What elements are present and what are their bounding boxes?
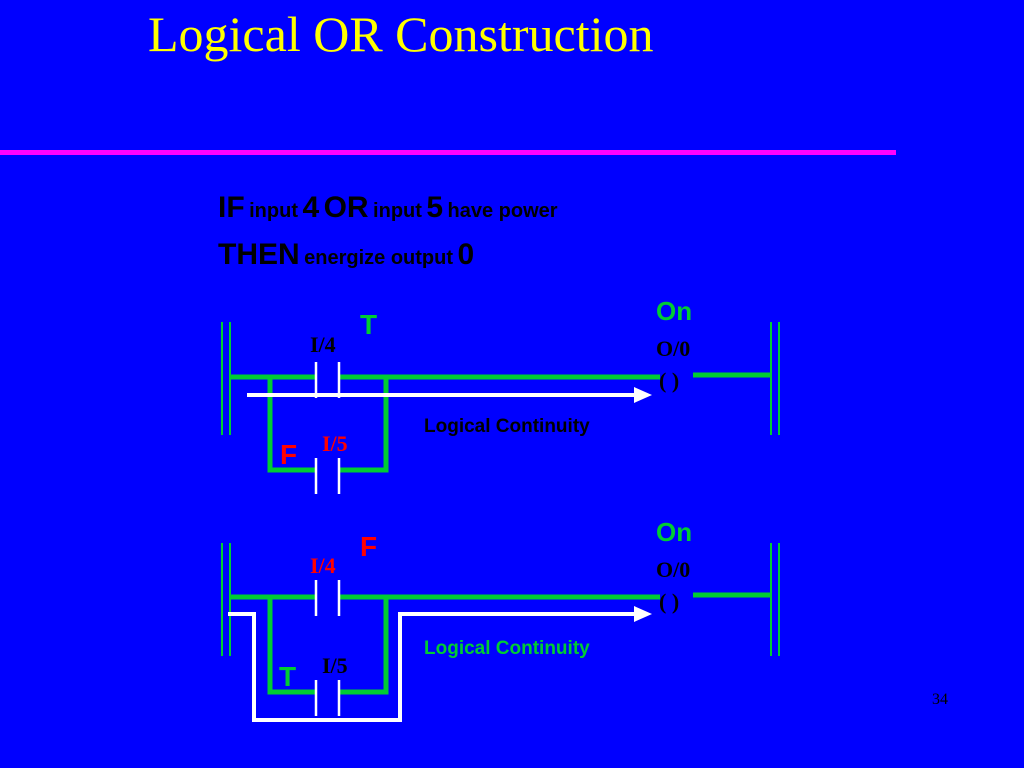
rung-2-i5-state: T: [279, 661, 296, 692]
rung-1-i4-state: T: [360, 309, 377, 340]
rung-1-right-rail: [770, 322, 780, 435]
rung-2-continuity-path: [228, 606, 652, 722]
slide-title: Logical OR Construction: [148, 6, 654, 62]
rung-2-i5-address: I/5: [322, 653, 348, 678]
rung-1-wiring: [230, 372, 771, 473]
rule-or-keyword: OR: [323, 191, 369, 224]
rung-2-contact-i4: [314, 580, 341, 616]
rung-2-left-rail: [221, 543, 231, 656]
rule-if-keyword: IF: [218, 191, 245, 224]
rung-2-continuity-label: Logical Continuity: [424, 638, 590, 659]
rung-2-i4-address: I/4: [310, 553, 336, 578]
rung-1-contact-i4: [314, 362, 341, 398]
rule-then-keyword: THEN: [218, 238, 300, 271]
rule-energize-output: energize output: [304, 247, 454, 269]
rung-1-left-rail: [221, 322, 231, 435]
rung-2-contact-i5: [314, 680, 341, 716]
rule-line-then: THEN energize output 0: [218, 240, 474, 270]
rung-2-wiring: [230, 592, 771, 695]
rung-2-i4-state: F: [360, 531, 377, 562]
rung-2-output-address: O/0: [656, 557, 690, 582]
rung-1-i4-address: I/4: [310, 332, 336, 357]
rung-1-i5-state: F: [280, 439, 297, 470]
rung-1-continuity-arrow: [247, 387, 652, 403]
rung-2: I/4 F I/5 T On O/0 ( ) Logical Continuit…: [221, 517, 780, 722]
rule-input-word-1: input: [249, 200, 298, 222]
rule-output-number: 0: [457, 238, 475, 271]
rung-1-i5-address: I/5: [322, 431, 348, 456]
rule-input-number-2: 5: [426, 191, 444, 224]
rule-have-power: have power: [447, 200, 558, 222]
title-divider: [0, 150, 896, 155]
rung-1-output-address: O/0: [656, 336, 690, 361]
rung-1-continuity-label: Logical Continuity: [424, 416, 590, 437]
rule-input-number-1: 4: [302, 191, 320, 224]
rung-1-output-state: On: [656, 296, 692, 326]
page-number: 34: [932, 691, 948, 708]
rung-1-output-coil: ( ): [659, 368, 679, 393]
rule-input-word-2: input: [373, 200, 422, 222]
rung-2-right-rail: [770, 543, 780, 656]
rung-1: I/4 T I/5 F On O/0 ( ) Logical Continuit…: [221, 296, 780, 494]
rung-1-contact-i5: [314, 458, 341, 494]
rung-2-output-state: On: [656, 517, 692, 547]
rung-2-output-coil: ( ): [659, 589, 679, 614]
rule-line-if: IF input 4 OR input 5 have power: [218, 193, 558, 223]
